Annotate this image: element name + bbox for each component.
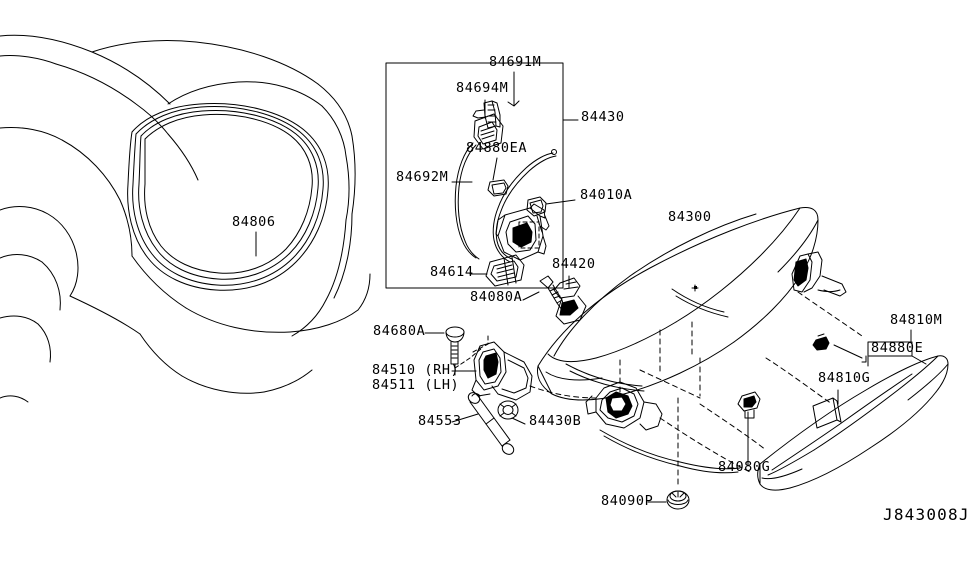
part-84614	[485, 254, 525, 287]
part-label-84510: 84510 (RH)	[372, 362, 460, 378]
part-label-84553: 84553	[418, 413, 462, 429]
part-label-84080a: 84080A	[470, 289, 523, 305]
lid-right-edge	[791, 251, 847, 297]
leader-84430b	[511, 417, 526, 425]
lid-lower-trim	[599, 429, 741, 474]
part-label-84430b: 84430B	[529, 413, 582, 429]
part-84694m	[473, 113, 504, 150]
part-84430b	[497, 400, 519, 420]
part-label-84420: 84420	[552, 256, 596, 272]
part-label-84692m: 84692M	[396, 169, 449, 185]
part-label-84090p: 84090P	[601, 493, 654, 509]
inset-box-84430	[385, 62, 579, 289]
part-label-84510-84511: 84510 (RH) 84511 (LH)	[372, 363, 459, 393]
lid-inner-bracket	[585, 381, 663, 431]
part-label-84680a: 84680A	[373, 323, 426, 339]
part-label-84880e: 84880E	[871, 340, 924, 356]
part-84810g	[812, 397, 842, 429]
leader-84080a	[522, 291, 540, 301]
part-84510-84511-hinge	[471, 341, 533, 401]
part-label-84010a: 84010A	[580, 187, 633, 203]
part-label-84511: 84511 (LH)	[372, 377, 460, 393]
part-label-84691m: 84691M	[489, 54, 542, 70]
car-body-outline	[0, 34, 371, 403]
part-84880e	[812, 333, 830, 351]
part-84090p	[666, 490, 690, 510]
dashed-detail-84010a	[518, 221, 540, 249]
part-label-84806: 84806	[232, 214, 276, 230]
part-84080g	[737, 391, 761, 419]
weatherstrip-84806	[127, 103, 329, 291]
leader-84880ea	[492, 157, 498, 181]
part-label-84614: 84614	[430, 264, 474, 280]
leader-84553	[451, 413, 479, 423]
part-label-84080g: 84080G	[718, 459, 771, 475]
part-84880ea	[487, 179, 509, 197]
part-label-84694m: 84694M	[456, 80, 509, 96]
part-84692m	[454, 142, 480, 260]
part-label-84880ea: 84880EA	[466, 140, 528, 156]
leader-84010a	[545, 199, 576, 205]
part-label-84810g: 84810G	[818, 370, 871, 386]
rear-finisher-84810m	[757, 355, 949, 491]
part-label-84810m: 84810M	[890, 312, 943, 328]
latch-assembly	[495, 203, 547, 261]
drawing-number: J843008J	[883, 505, 970, 524]
part-label-84430: 84430	[581, 109, 625, 125]
part-84420	[553, 277, 587, 325]
leader-84691m	[507, 71, 520, 107]
leader-84810m	[867, 329, 912, 357]
assembly-dashed-lines	[619, 291, 863, 487]
leader-84880e	[833, 344, 863, 359]
part-84430-cable	[492, 149, 557, 263]
part-84553-gas-stay	[467, 392, 515, 455]
part-label-84300: 84300	[668, 209, 712, 225]
